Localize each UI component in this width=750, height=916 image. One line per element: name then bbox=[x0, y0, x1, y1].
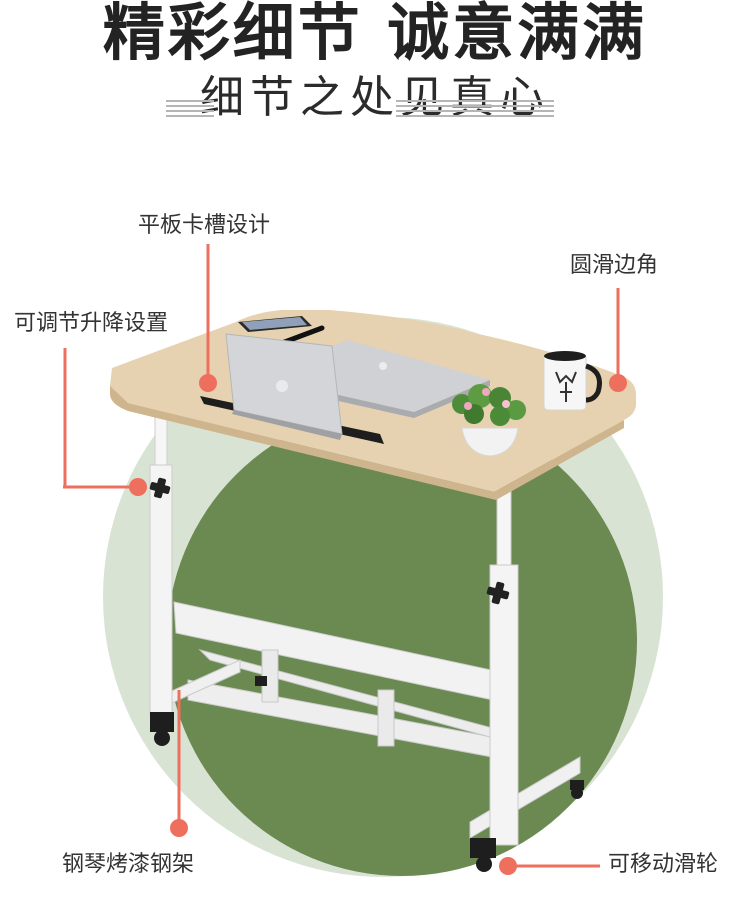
potted-plant bbox=[452, 384, 526, 457]
page-subtitle: 细节之处见真心 bbox=[200, 72, 550, 123]
height-adjust-knob-left bbox=[149, 477, 171, 499]
closed-laptop bbox=[332, 340, 490, 418]
pen bbox=[279, 325, 325, 346]
callout-steel-frame: 钢琴烤漆钢架 bbox=[62, 852, 195, 877]
callout-markers bbox=[63, 244, 627, 875]
callout-rounded-edge: 圆滑边角 bbox=[570, 253, 659, 278]
open-laptop bbox=[225, 333, 343, 440]
caster-wheels bbox=[150, 676, 584, 872]
fine-print-decoration bbox=[166, 100, 214, 122]
height-adjust-knob-right bbox=[486, 581, 510, 605]
page-title: 精彩细节 诚意满满 bbox=[102, 0, 648, 69]
callout-casters: 可移动滑轮 bbox=[608, 852, 719, 877]
callout-height-adjust: 可调节升降设置 bbox=[14, 311, 169, 336]
mug bbox=[543, 351, 602, 411]
steel-frame bbox=[149, 399, 581, 846]
phone bbox=[238, 316, 312, 332]
background-circle-inner bbox=[167, 406, 637, 876]
callout-tablet-slot: 平板卡槽设计 bbox=[138, 213, 271, 238]
fine-print-decoration bbox=[396, 100, 554, 122]
